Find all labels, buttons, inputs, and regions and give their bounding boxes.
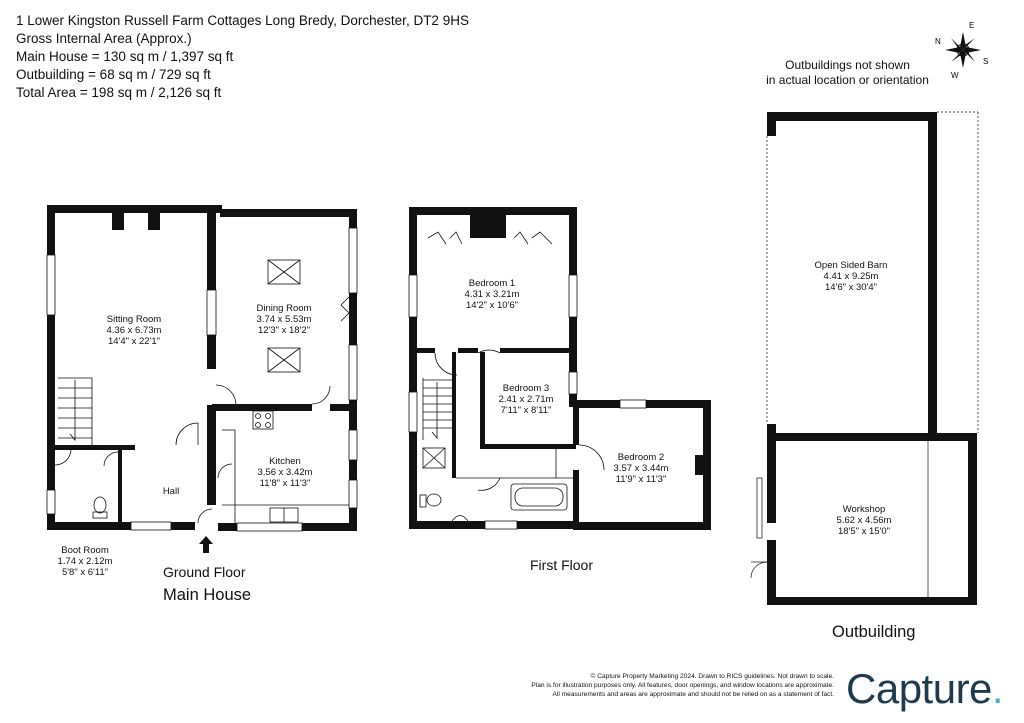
room-boot-metric: 1.74 x 2.12m <box>58 556 113 567</box>
room-boot-name: Boot Room <box>61 545 109 556</box>
room-bed2: Bedroom 2 3.57 x 3.44m 11'9" x 11'3" <box>614 452 669 485</box>
main-house-label: Main House <box>163 586 252 604</box>
compass-s: S <box>983 57 988 66</box>
outbuilding-outlines <box>750 111 979 597</box>
room-boot-imperial: 5'8" x 6'11" <box>62 567 108 578</box>
footer-disclaimer-2: All measurements and areas are approxima… <box>552 691 835 698</box>
room-bed3-name: Bedroom 3 <box>503 383 549 394</box>
room-dining-metric: 3.74 x 5.53m <box>257 314 312 325</box>
room-sitting-imperial: 14'4" x 22'1" <box>108 336 160 347</box>
room-barn: Open Sided Barn 4.41 x 9.25m 14'6" x 30'… <box>815 260 888 293</box>
room-barn-imperial: 14'6" x 30'4" <box>825 282 877 293</box>
footer-disclaimer-1: Plan is for illustration purposes only. … <box>531 682 834 689</box>
room-barn-metric: 4.41 x 9.25m <box>824 271 879 282</box>
compass-n: N <box>935 37 941 46</box>
room-bed1-metric: 4.31 x 3.21m <box>465 289 520 300</box>
outbuilding-note: Outbuildings not shown in actual locatio… <box>765 58 930 88</box>
capture-logo: Capture. <box>846 665 1004 713</box>
room-hall: Hall <box>163 486 179 497</box>
logo-text: Capture <box>846 665 992 712</box>
room-bed2-name: Bedroom 2 <box>618 452 664 463</box>
total-area: Total Area = 198 sq m / 2,126 sq ft <box>16 85 222 100</box>
entrance-arrow-icon <box>199 536 213 553</box>
first-floor-fixtures <box>419 231 605 522</box>
room-bed3-metric: 2.41 x 2.71m <box>499 394 554 405</box>
area-title: Gross Internal Area (Approx.) <box>16 31 192 46</box>
room-workshop-imperial: 18'5" x 15'0" <box>838 526 890 537</box>
first-floor-label: First Floor <box>530 557 593 573</box>
room-dining-imperial: 12'3" x 18'2" <box>258 325 310 336</box>
ground-floor-walls <box>47 205 357 531</box>
room-bed1: Bedroom 1 4.31 x 3.21m 14'2" x 10'6" <box>465 278 520 311</box>
outbuilding-note-line2: in actual location or orientation <box>766 73 929 87</box>
room-hall-name: Hall <box>163 486 179 497</box>
outbuilding-note-line1: Outbuildings not shown <box>785 58 910 72</box>
room-boot: Boot Room 1.74 x 2.12m 5'8" x 6'11" <box>58 545 113 578</box>
outbuilding-area: Outbuilding = 68 sq m / 729 sq ft <box>16 67 211 82</box>
ground-floor-windows <box>46 227 358 532</box>
ground-floor-fixtures <box>54 259 350 524</box>
room-kitchen-imperial: 11'8" x 11'3" <box>260 478 311 489</box>
room-dining: Dining Room 3.74 x 5.53m 12'3" x 18'2" <box>257 303 312 336</box>
outbuilding-label: Outbuilding <box>832 623 916 641</box>
room-kitchen-metric: 3.56 x 3.42m <box>258 467 313 478</box>
room-kitchen: Kitchen 3.56 x 3.42m 11'8" x 11'3" <box>258 456 313 489</box>
room-sitting: Sitting Room 4.36 x 6.73m 14'4" x 22'1" <box>107 314 162 347</box>
room-dining-name: Dining Room <box>257 303 312 314</box>
ground-floor-label: Ground Floor <box>163 564 246 580</box>
room-bed3: Bedroom 3 2.41 x 2.71m 7'11" x 8'11" <box>499 383 554 416</box>
room-kitchen-name: Kitchen <box>269 456 301 467</box>
room-bed3-imperial: 7'11" x 8'11" <box>501 405 552 416</box>
room-bed2-imperial: 11'9" x 11'3" <box>616 474 667 485</box>
outbuilding-walls <box>767 112 977 605</box>
room-bed1-name: Bedroom 1 <box>469 278 515 289</box>
main-house-area: Main House = 130 sq m / 1,397 sq ft <box>16 49 234 64</box>
room-barn-name: Open Sided Barn <box>815 260 888 271</box>
room-workshop-name: Workshop <box>843 504 886 515</box>
room-sitting-name: Sitting Room <box>107 314 161 325</box>
property-address: 1 Lower Kingston Russell Farm Cottages L… <box>16 13 469 28</box>
logo-dot: . <box>991 665 1004 712</box>
room-workshop-metric: 5.62 x 4.56m <box>837 515 892 526</box>
room-bed1-imperial: 14'2" x 10'6" <box>466 300 518 311</box>
compass-e: E <box>969 21 974 30</box>
room-sitting-metric: 4.36 x 6.73m <box>107 325 162 336</box>
room-bed2-metric: 3.57 x 3.44m <box>614 463 669 474</box>
room-workshop: Workshop 5.62 x 4.56m 18'5" x 15'0" <box>837 504 892 537</box>
compass-w: W <box>951 71 959 80</box>
first-floor-windows <box>408 274 647 530</box>
compass-icon: E N S W <box>935 21 988 80</box>
footer-copyright: © Capture Property Marketing 2024. Drawn… <box>590 673 834 680</box>
